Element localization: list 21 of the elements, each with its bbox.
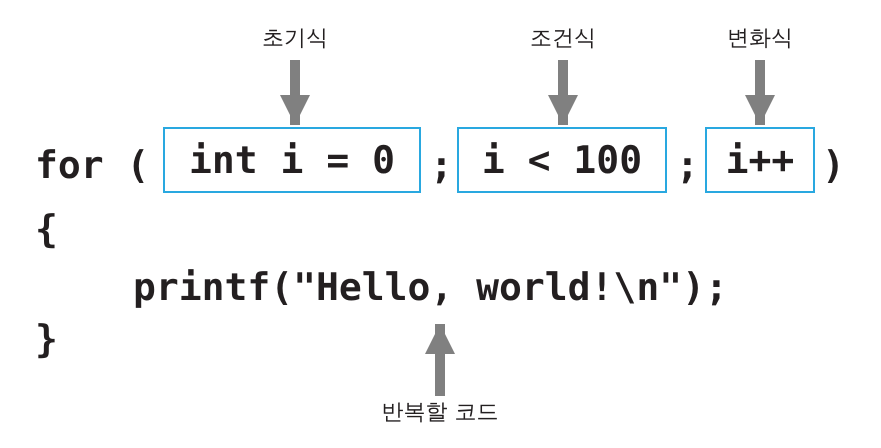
code-line: printf("Hello, world!\n"); <box>133 268 773 316</box>
arrow <box>425 324 455 396</box>
arrow <box>548 60 578 125</box>
annotation-label: 조건식 <box>498 26 628 56</box>
annotation-label: 변화식 <box>695 26 825 56</box>
code-token: ; <box>430 146 453 184</box>
highlight-box <box>163 127 421 193</box>
code-token: { <box>35 210 58 248</box>
code-token: ; <box>676 146 699 184</box>
arrow <box>745 60 775 125</box>
code-expression: i < 100 <box>482 141 642 179</box>
highlight-box <box>705 127 815 193</box>
arrow <box>280 60 310 125</box>
annotation-label: 반복할 코드 <box>360 400 520 430</box>
code-expression: int i = 0 <box>189 141 395 179</box>
annotation-label: 초기식 <box>230 26 360 56</box>
highlight-box <box>457 127 667 193</box>
code-token: } <box>35 320 58 358</box>
code-expression: i++ <box>726 141 794 179</box>
code-token: ) <box>822 146 845 184</box>
code-token: for ( <box>35 146 150 184</box>
